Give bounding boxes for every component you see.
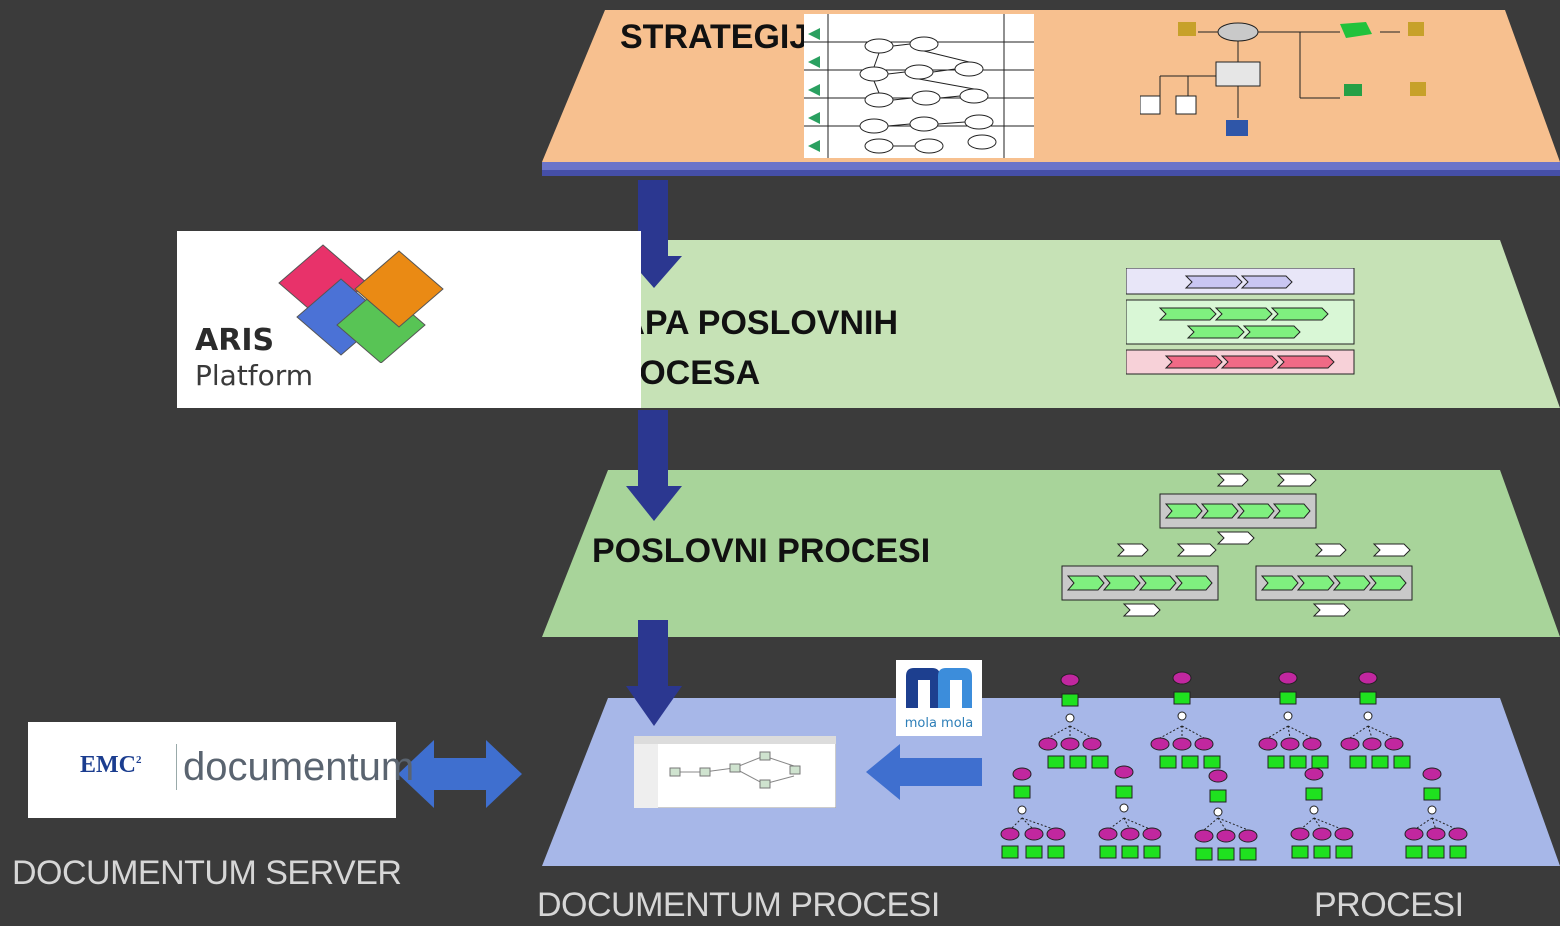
- mola-mola-icon: [906, 668, 972, 708]
- strategy-org-diagram: [1140, 22, 1426, 136]
- strategy-swimlane-diagram: [804, 14, 1034, 158]
- down-arrows: [626, 180, 682, 726]
- process-tree-group: [1000, 671, 1468, 861]
- documentum-process-screenshot: [634, 736, 836, 808]
- aris-logo-subtitle: Platform: [195, 359, 314, 392]
- process-tree-diagrams: [1000, 671, 1468, 861]
- import-left-arrow: [866, 744, 982, 800]
- aris-logo-title: ARIS: [195, 323, 275, 358]
- down-arrow-3: [626, 620, 682, 726]
- business-process-diagram: [1061, 473, 1413, 617]
- documentum-procesi-label: DOCUMENTUM PROCESI: [537, 886, 940, 924]
- emc-brand: EMC2: [80, 752, 142, 778]
- mapa-title-line1: MAPA POSLOVNIH: [592, 304, 899, 342]
- documentum-server-label: DOCUMENTUM SERVER: [12, 854, 402, 892]
- process-map-diagram: [1126, 268, 1355, 375]
- aris-squares-icon: [278, 244, 444, 363]
- documentum-wordmark: documentum: [176, 744, 414, 790]
- aris-platform-logo: ARIS Platform: [177, 231, 641, 408]
- mola-mola-logo: mola mola: [896, 660, 982, 736]
- poslovni-title: POSLOVNI PROCESI: [592, 532, 931, 570]
- emc-documentum-logo: EMC2 documentum: [28, 722, 414, 818]
- down-arrow-2: [626, 410, 682, 521]
- mola-mola-wordmark: mola mola: [904, 716, 974, 731]
- sync-double-arrow: [398, 740, 522, 808]
- strategija-title: STRATEGIJA: [620, 18, 833, 56]
- strategija-plate: [542, 10, 1560, 162]
- procesi-label: PROCESI: [1314, 886, 1464, 924]
